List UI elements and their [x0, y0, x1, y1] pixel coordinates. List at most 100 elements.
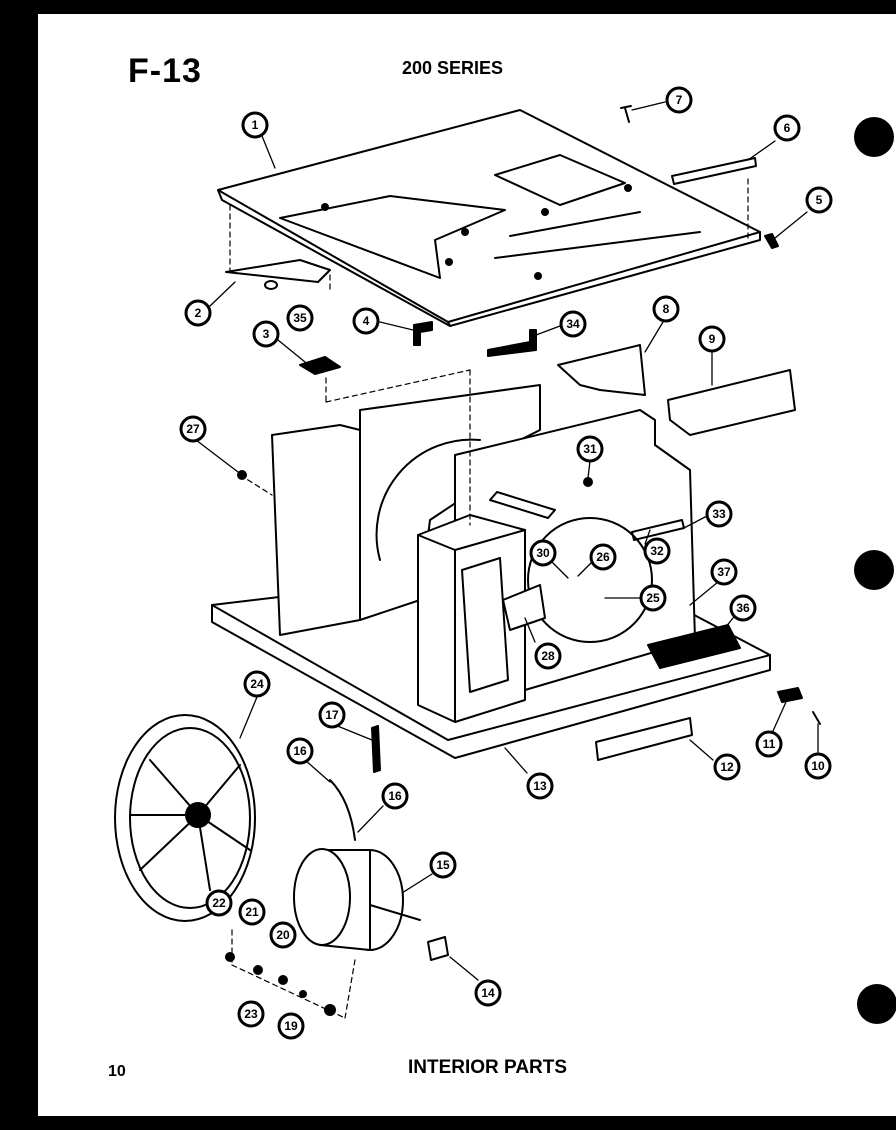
callout-19: 19	[277, 1012, 305, 1040]
callout-label: 16	[388, 789, 402, 803]
baffle	[557, 344, 646, 396]
callout-label: 21	[245, 905, 259, 919]
callout-label: 16	[293, 744, 307, 758]
callout-23: 23	[237, 1000, 265, 1028]
callout-label: 11	[763, 737, 776, 751]
callout-25: 25	[639, 584, 667, 612]
callout-markers: 1 2 3 4 5 6 7 8 9 10 11 12 13 14 15 16 1…	[179, 86, 833, 1040]
punch-hole-middle	[854, 550, 894, 590]
callout-label: 12	[720, 760, 734, 774]
callout-label: 2	[195, 306, 202, 320]
shroud-ring	[375, 438, 481, 561]
callout-label: 20	[276, 928, 290, 942]
screw-5	[764, 233, 779, 249]
grommet	[264, 280, 278, 290]
callout-34: 34	[559, 310, 587, 338]
callout-label: 1	[252, 118, 259, 132]
front-strip	[595, 717, 693, 761]
callout-label: 3	[263, 327, 270, 341]
callout-label: 32	[650, 544, 664, 558]
side-panel	[271, 424, 361, 636]
callout-24: 24	[243, 670, 271, 698]
callout-label: 25	[646, 591, 660, 605]
callout-label: 4	[363, 314, 370, 328]
partition-opening	[527, 517, 653, 643]
callout-label: 5	[816, 193, 823, 207]
callout-leaders	[195, 101, 819, 981]
wire	[329, 779, 356, 841]
callout-3: 3	[252, 320, 280, 348]
callout-label: 36	[736, 601, 750, 615]
callout-label: 15	[436, 858, 450, 872]
callout-16-b: 16	[381, 782, 409, 810]
callout-label: 22	[212, 896, 226, 910]
callout-label: 7	[676, 93, 683, 107]
callout-label: 26	[596, 550, 610, 564]
callout-label: 23	[244, 1007, 258, 1021]
punch-hole-bottom	[857, 984, 896, 1024]
callout-22: 22	[205, 889, 233, 917]
callout-label: 34	[566, 317, 580, 331]
callout-2: 2	[184, 299, 212, 327]
callout-15: 15	[429, 851, 457, 879]
callout-26: 26	[589, 543, 617, 571]
clip	[413, 321, 433, 346]
callout-label: 27	[186, 422, 200, 436]
shield-28	[502, 584, 546, 631]
callout-21: 21	[238, 898, 266, 926]
callout-14: 14	[474, 979, 502, 1007]
top-cover-panel	[217, 109, 761, 327]
small-plate	[299, 356, 341, 375]
grille	[647, 624, 741, 669]
callout-label: 24	[250, 677, 264, 691]
callout-label: 14	[481, 986, 495, 1000]
motor	[293, 848, 421, 951]
callout-13: 13	[526, 772, 554, 800]
rail-inner	[489, 491, 556, 519]
callout-20: 20	[269, 921, 297, 949]
callout-7: 7	[665, 86, 693, 114]
fan-blade	[114, 714, 256, 922]
callout-label: 33	[712, 507, 726, 521]
screw-10	[812, 711, 821, 725]
callout-27: 27	[179, 415, 207, 443]
callout-label: 31	[583, 442, 597, 456]
callout-label: 30	[536, 546, 550, 560]
callout-label: 8	[663, 302, 670, 316]
callout-label: 6	[784, 121, 791, 135]
callout-8: 8	[652, 295, 680, 323]
callout-label: 35	[293, 311, 307, 325]
screw-7	[620, 105, 632, 123]
support-bracket	[225, 259, 331, 283]
callout-label: 10	[811, 759, 825, 773]
hardware-dots	[225, 470, 593, 1016]
callout-6: 6	[773, 114, 801, 142]
callout-11: 11	[755, 730, 783, 758]
latch	[777, 687, 803, 703]
angle-bracket	[487, 329, 537, 357]
callout-12: 12	[713, 753, 741, 781]
page-number: 10	[108, 1063, 126, 1080]
callout-label: 19	[284, 1019, 298, 1033]
section-title: INTERIOR PARTS	[408, 1057, 568, 1078]
series-title: 200 SERIES	[402, 58, 504, 78]
callout-33: 33	[705, 500, 733, 528]
callout-label: 28	[541, 649, 555, 663]
punch-hole-top	[854, 117, 894, 157]
callout-label: 13	[533, 779, 547, 793]
callout-1: 1	[241, 111, 269, 139]
callout-label: 37	[717, 565, 731, 579]
deflector	[667, 369, 796, 436]
figure-number: F-13	[128, 52, 202, 90]
callout-9: 9	[698, 325, 726, 353]
callout-10: 10	[804, 752, 832, 780]
callout-4: 4	[352, 307, 380, 335]
post	[371, 725, 381, 773]
callout-36: 36	[729, 594, 757, 622]
callout-32: 32	[643, 537, 671, 565]
callout-37: 37	[710, 558, 738, 586]
callout-28: 28	[534, 642, 562, 670]
callout-label: 9	[709, 332, 716, 346]
